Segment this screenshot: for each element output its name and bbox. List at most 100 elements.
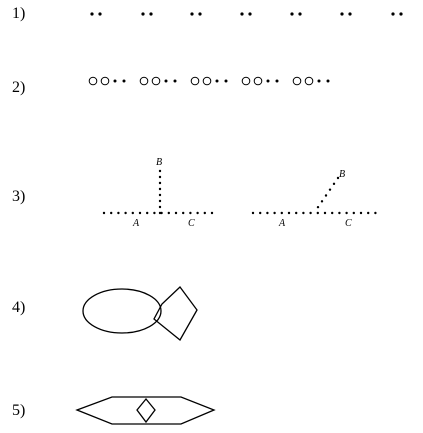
baseline-dots <box>102 211 214 215</box>
point-b-label: B <box>156 157 162 168</box>
dot <box>149 12 153 16</box>
dot <box>352 211 355 215</box>
vertical-ray-dots <box>158 169 162 215</box>
circle <box>100 76 110 86</box>
point-b-label: B <box>339 169 345 180</box>
dot <box>328 188 332 191</box>
circle <box>253 76 263 86</box>
dot <box>340 12 344 16</box>
dot <box>203 211 206 215</box>
dot <box>158 199 162 203</box>
ellipse-square-figure <box>82 286 198 341</box>
dot <box>273 211 276 215</box>
dot <box>359 211 363 215</box>
dot <box>117 211 120 215</box>
dot <box>158 175 162 179</box>
dot <box>198 12 202 16</box>
item-5-label: 5) <box>12 402 26 419</box>
dot <box>298 12 302 16</box>
item-2-label: 2) <box>12 79 26 96</box>
dot <box>290 12 294 16</box>
point-a-label: A <box>132 218 140 229</box>
dot <box>131 211 134 215</box>
item-4-label: 4) <box>12 299 26 316</box>
dot-pair-pattern <box>90 12 403 16</box>
dot <box>210 211 214 215</box>
dot <box>146 211 149 215</box>
dot <box>338 211 341 215</box>
dot <box>259 211 262 215</box>
dot <box>174 211 178 215</box>
dot <box>332 182 336 186</box>
rhombus-shape <box>136 397 156 424</box>
dot <box>295 211 298 215</box>
dot <box>113 79 117 83</box>
dot <box>324 194 328 197</box>
dot <box>141 12 145 16</box>
dot <box>158 187 162 191</box>
dot <box>158 205 162 209</box>
square-shape <box>153 286 198 341</box>
dot <box>158 211 162 215</box>
hexagon-rhombus-figure <box>75 396 216 425</box>
dot <box>316 205 320 209</box>
dot <box>196 211 199 215</box>
dot <box>98 12 102 16</box>
oblique-ray-dots <box>316 176 340 209</box>
dot <box>90 12 94 16</box>
dot <box>391 12 395 16</box>
dot <box>320 200 324 203</box>
dot <box>138 211 142 215</box>
point-c-label: C <box>188 218 195 229</box>
dot <box>399 12 403 16</box>
dot <box>153 211 156 215</box>
dot <box>348 12 352 16</box>
dot <box>266 79 270 83</box>
right-angle-figure: A B C <box>102 157 214 229</box>
dot <box>182 211 185 215</box>
dot <box>266 211 269 215</box>
dot <box>275 79 279 83</box>
baseline-dots <box>251 211 377 215</box>
dot <box>323 211 327 215</box>
dot <box>110 211 113 215</box>
dot <box>215 79 219 83</box>
dot <box>345 211 348 215</box>
dot <box>224 79 228 83</box>
dot <box>326 79 330 83</box>
dot <box>158 193 162 197</box>
circle <box>241 76 251 86</box>
dot <box>167 211 170 215</box>
dot <box>158 181 162 185</box>
dot <box>367 211 370 215</box>
dot <box>287 211 291 215</box>
item-3-label: 3) <box>12 188 26 205</box>
circle-dot-pattern <box>88 76 330 86</box>
dot <box>309 211 312 215</box>
circle <box>151 76 161 86</box>
dot <box>251 211 255 215</box>
hexagon-shape <box>75 396 216 425</box>
dot <box>240 12 244 16</box>
dot <box>317 79 321 83</box>
dot <box>158 169 162 173</box>
dot <box>122 79 126 83</box>
dot <box>248 12 252 16</box>
circle <box>202 76 212 86</box>
oblique-angle-figure: A B C <box>251 169 377 229</box>
dot <box>124 211 127 215</box>
circle <box>190 76 200 86</box>
circle <box>304 76 314 86</box>
circle <box>292 76 302 86</box>
dot <box>374 211 377 215</box>
dot <box>164 79 168 83</box>
item-1-label: 1) <box>12 5 26 22</box>
dot <box>316 211 319 215</box>
dot <box>336 176 340 180</box>
dot <box>102 211 106 215</box>
dot <box>331 211 334 215</box>
point-c-label: C <box>345 218 352 229</box>
dot <box>189 211 192 215</box>
